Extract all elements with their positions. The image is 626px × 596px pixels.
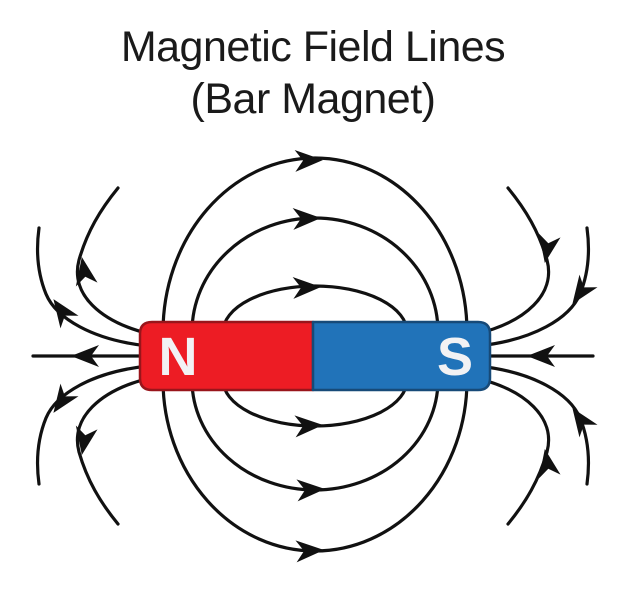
arrowhead-bottom-middle-icon (296, 479, 325, 502)
field-loop-top-outer (161, 156, 469, 334)
field-line-right-lower-inner (474, 376, 551, 526)
south-pole-label: S (437, 327, 473, 387)
arrowhead-right-horizontal-icon (527, 345, 555, 367)
arrowhead-right-lower-inner-icon (538, 449, 561, 479)
arrowhead-left-upper-outer-icon (53, 299, 79, 329)
field-line-left-lower-outer (35, 364, 150, 486)
north-pole-label: N (159, 327, 198, 387)
field-line-left-upper-outer (35, 226, 150, 348)
page-title: Magnetic Field Lines (120, 23, 506, 71)
arrowhead-bottom-inner-icon (294, 415, 323, 438)
arrowhead-top-inner-icon (292, 276, 321, 299)
arrowhead-left-horizontal-icon (71, 345, 99, 367)
arrowheads-group (53, 149, 598, 563)
arrowhead-top-middle-icon (292, 207, 321, 230)
magnet-south-half (311, 320, 492, 392)
arrowhead-left-upper-inner-icon (75, 257, 98, 287)
field-line-left-lower-inner (75, 376, 152, 526)
field-line-right-upper-inner (474, 186, 551, 336)
title-block: Magnetic Field Lines (Bar Magnet) (0, 22, 626, 125)
arrowhead-left-lower-outer-icon (53, 383, 79, 413)
magnet-north-half (138, 320, 315, 392)
arrowhead-right-upper-outer-icon (572, 274, 598, 304)
arrowhead-bottom-outer-icon (295, 540, 324, 563)
arrowhead-left-lower-inner-icon (75, 425, 98, 455)
arrowhead-top-outer-icon (294, 149, 323, 172)
field-line-left-upper-inner (75, 186, 152, 336)
arrowhead-right-upper-inner-icon (538, 233, 561, 263)
page-subtitle: (Bar Magnet) (190, 74, 436, 123)
bar-magnet: N S (138, 320, 492, 392)
field-loop-bottom-outer (161, 378, 469, 553)
arrowhead-right-lower-outer-icon (572, 408, 598, 438)
